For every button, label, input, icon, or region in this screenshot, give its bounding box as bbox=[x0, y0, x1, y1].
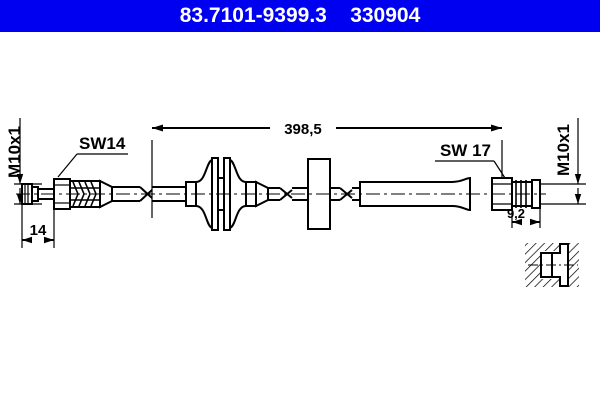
dimension-left-length: 14 bbox=[21, 204, 55, 248]
break-zigzag-2 bbox=[279, 187, 293, 201]
left-wrench-label: SW14 bbox=[79, 134, 126, 153]
dimension-right-length: 9,2 bbox=[507, 206, 541, 228]
left-len-arrow-2 bbox=[44, 236, 54, 244]
break-zigzag-1 bbox=[139, 186, 153, 202]
left-thread-label: M10x1 bbox=[5, 126, 24, 178]
right-length-label: 9,2 bbox=[507, 206, 525, 221]
technical-drawing-svg: 398,5 M10x1 SW14 bbox=[5, 118, 586, 287]
dimension-overall-length: 398,5 bbox=[151, 121, 503, 218]
overall-length-label: 398,5 bbox=[284, 121, 322, 138]
dimension-right-thread: M10x1 bbox=[540, 118, 586, 205]
hose-mid-seg-b bbox=[292, 187, 308, 201]
header-bar bbox=[0, 0, 600, 32]
section-detail-view bbox=[525, 243, 579, 287]
left-thread-arrow-down bbox=[16, 174, 24, 184]
hose-body-left bbox=[112, 186, 186, 202]
right-len-arrow-2 bbox=[530, 218, 540, 226]
arrowhead-right bbox=[491, 124, 502, 132]
callout-right-wrench: SW 17 bbox=[435, 141, 506, 179]
callout-left-wrench: SW14 bbox=[57, 134, 128, 178]
right-wrench-leader-line bbox=[493, 160, 506, 179]
right-thread-arrow-up bbox=[574, 194, 582, 204]
hose-right-seg-a bbox=[330, 187, 340, 201]
drawing-area: 398,5 M10x1 SW14 bbox=[0, 32, 600, 400]
right-thread-label: M10x1 bbox=[554, 124, 573, 176]
hose-body-right-short bbox=[330, 187, 360, 201]
break-symbol-left bbox=[139, 186, 153, 202]
hose-mid-seg-a bbox=[268, 187, 280, 201]
hose-left-seg-b bbox=[152, 186, 186, 202]
hose-right-seg-b bbox=[352, 187, 360, 201]
break-symbol-right bbox=[339, 187, 353, 201]
left-wrench-leader-line bbox=[57, 153, 78, 178]
arrowhead-left bbox=[152, 124, 163, 132]
left-length-label: 14 bbox=[30, 222, 47, 239]
right-len-arrow-1 bbox=[512, 218, 522, 226]
hose-left-seg-a bbox=[112, 186, 140, 202]
page-title: 83.7101-9399.3 330904 bbox=[179, 4, 421, 27]
left-len-arrow-1 bbox=[22, 236, 32, 244]
break-symbol-mid bbox=[279, 187, 293, 201]
right-wrench-label: SW 17 bbox=[440, 141, 491, 160]
right-hose-outline bbox=[359, 176, 471, 212]
dimension-left-thread: M10x1 bbox=[5, 118, 42, 205]
right-thread-arrow-down bbox=[574, 174, 582, 184]
break-zigzag-3 bbox=[339, 187, 353, 201]
